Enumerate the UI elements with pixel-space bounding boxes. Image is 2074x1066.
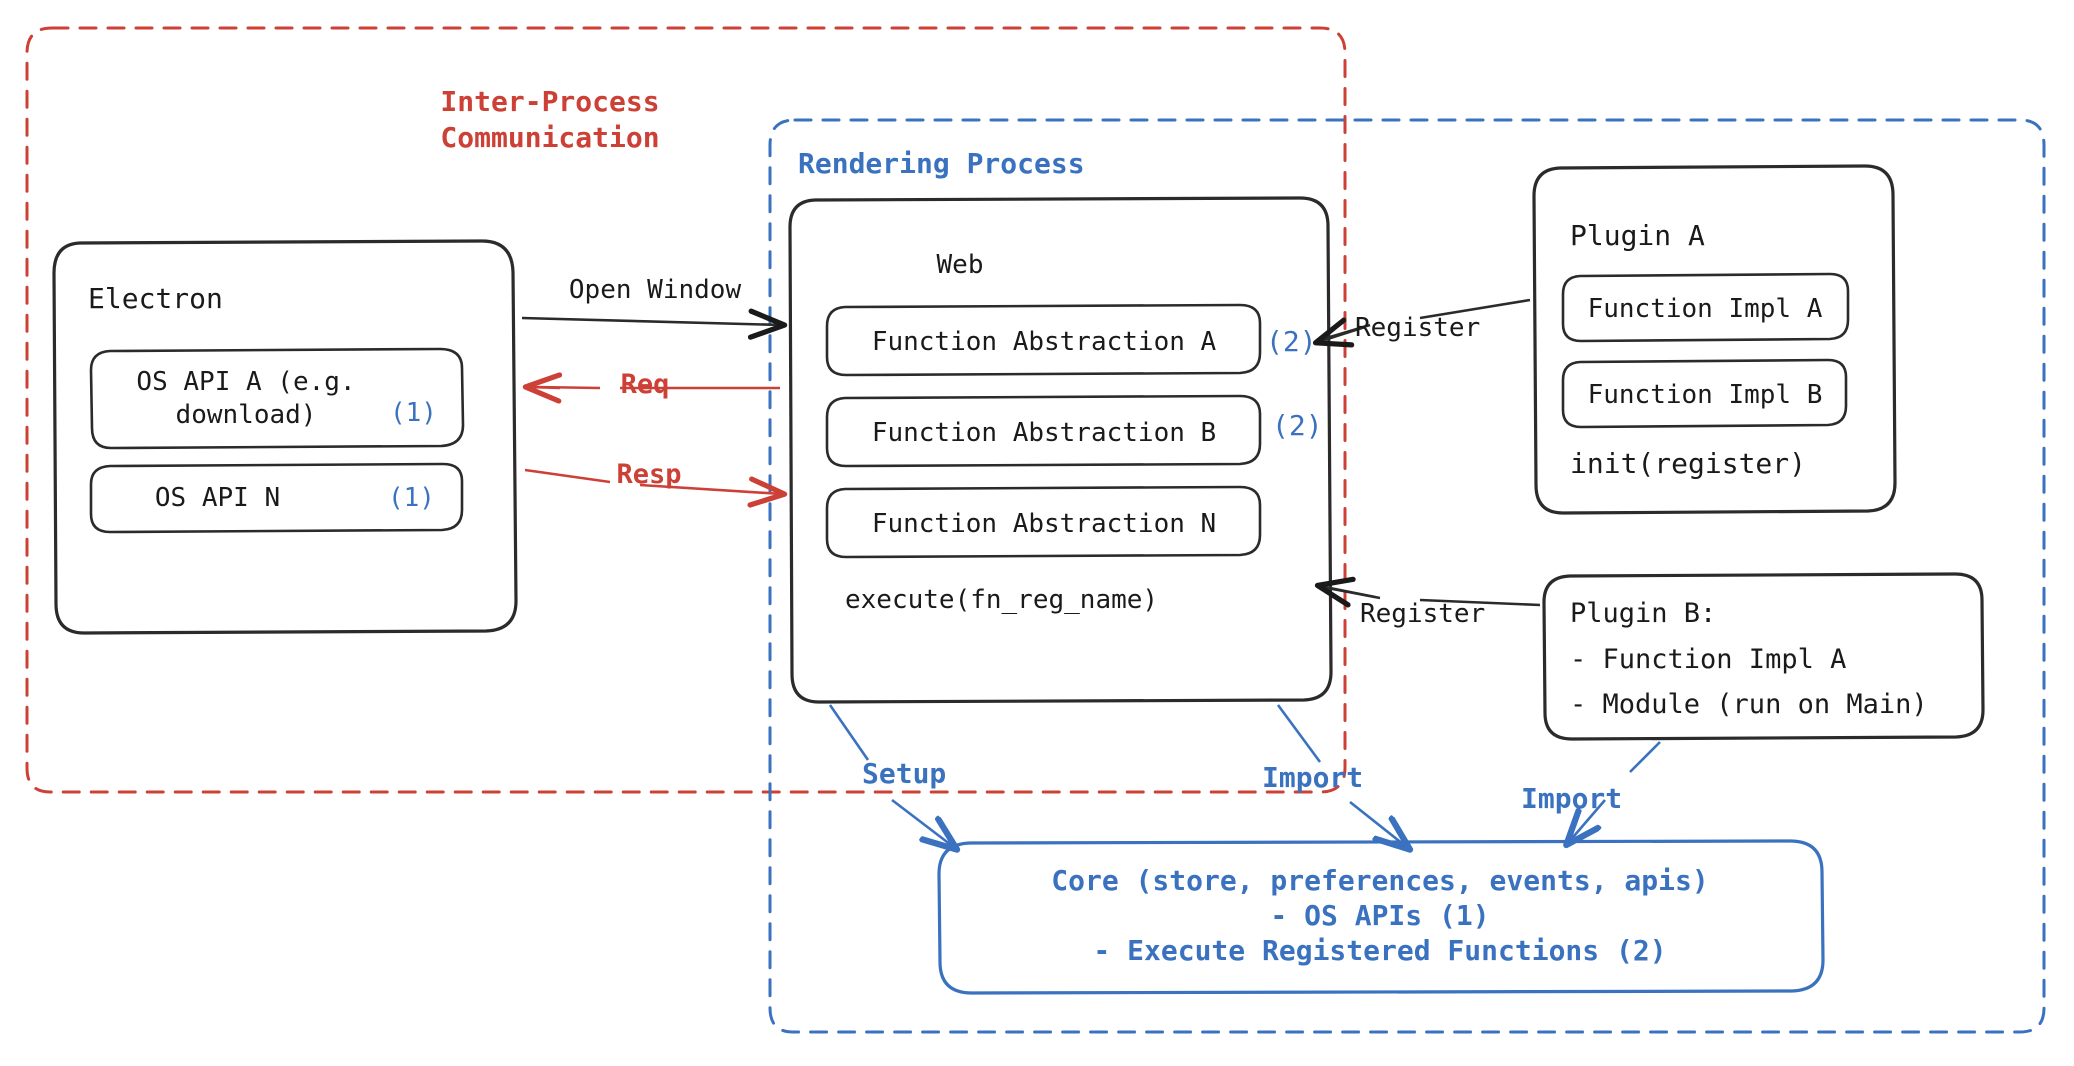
plugin-b-item-1: - Function Impl A (1570, 644, 1847, 675)
ipc-label-line1: Inter-Process (440, 85, 660, 118)
function-abstraction-b-label: Function Abstraction B (871, 418, 1217, 448)
ipc-label-line2: Communication (440, 120, 660, 154)
function-abstraction-a-marker: (2) (1266, 325, 1317, 358)
plugin-b-title: Plugin B: (1570, 598, 1717, 629)
os-api-a-marker: (1) (390, 398, 437, 428)
electron-title: Electron (88, 282, 223, 315)
function-abstraction-b-marker: (2) (1272, 409, 1323, 442)
arrow-open-window-label: Open Window (568, 275, 742, 305)
arrow-resp-label: Resp (616, 459, 682, 490)
function-abstraction-a-label: Function Abstraction A (871, 327, 1217, 357)
arrow-setup-label: Setup (862, 757, 947, 790)
function-impl-a-label: Function Impl A (1587, 294, 1823, 324)
os-api-a-label: OS API A (e.g.download) (96, 366, 396, 433)
plugin-a-title: Plugin A (1570, 219, 1705, 252)
arrow-register-plugin-b-label: Register (1360, 599, 1486, 629)
os-api-a-line1: OS API A (e.g. (136, 367, 356, 397)
plugin-a-footer-init: init(register) (1570, 447, 1807, 480)
rendering-process-label: Rendering Process (798, 147, 1085, 180)
arrow-import-plugin-b-label: Import (1521, 782, 1623, 815)
plugin-b-item-2: - Module (run on Main) (1570, 689, 1928, 720)
core-line-3: - Execute Registered Functions (2) (1093, 934, 1667, 967)
os-api-n-label: OS API N (154, 483, 281, 513)
os-api-n-marker: (1) (388, 483, 435, 513)
web-title: Web (936, 250, 984, 280)
arrow-import-web-label: Import (1262, 761, 1364, 794)
arrow-register-plugin-a-label: Register (1355, 313, 1481, 343)
core-line-2: - OS APIs (1) (1270, 899, 1490, 932)
arrow-req-label: Req (620, 369, 670, 400)
os-api-a-line2: download) (175, 400, 317, 431)
function-impl-b-label: Function Impl B (1587, 380, 1823, 410)
web-footer-execute: execute(fn_reg_name) (845, 585, 1159, 615)
arrow-open-window (521, 308, 788, 340)
core-line-1: Core (store, preferences, events, apis) (1051, 864, 1709, 897)
function-abstraction-n-label: Function Abstraction N (871, 509, 1217, 539)
